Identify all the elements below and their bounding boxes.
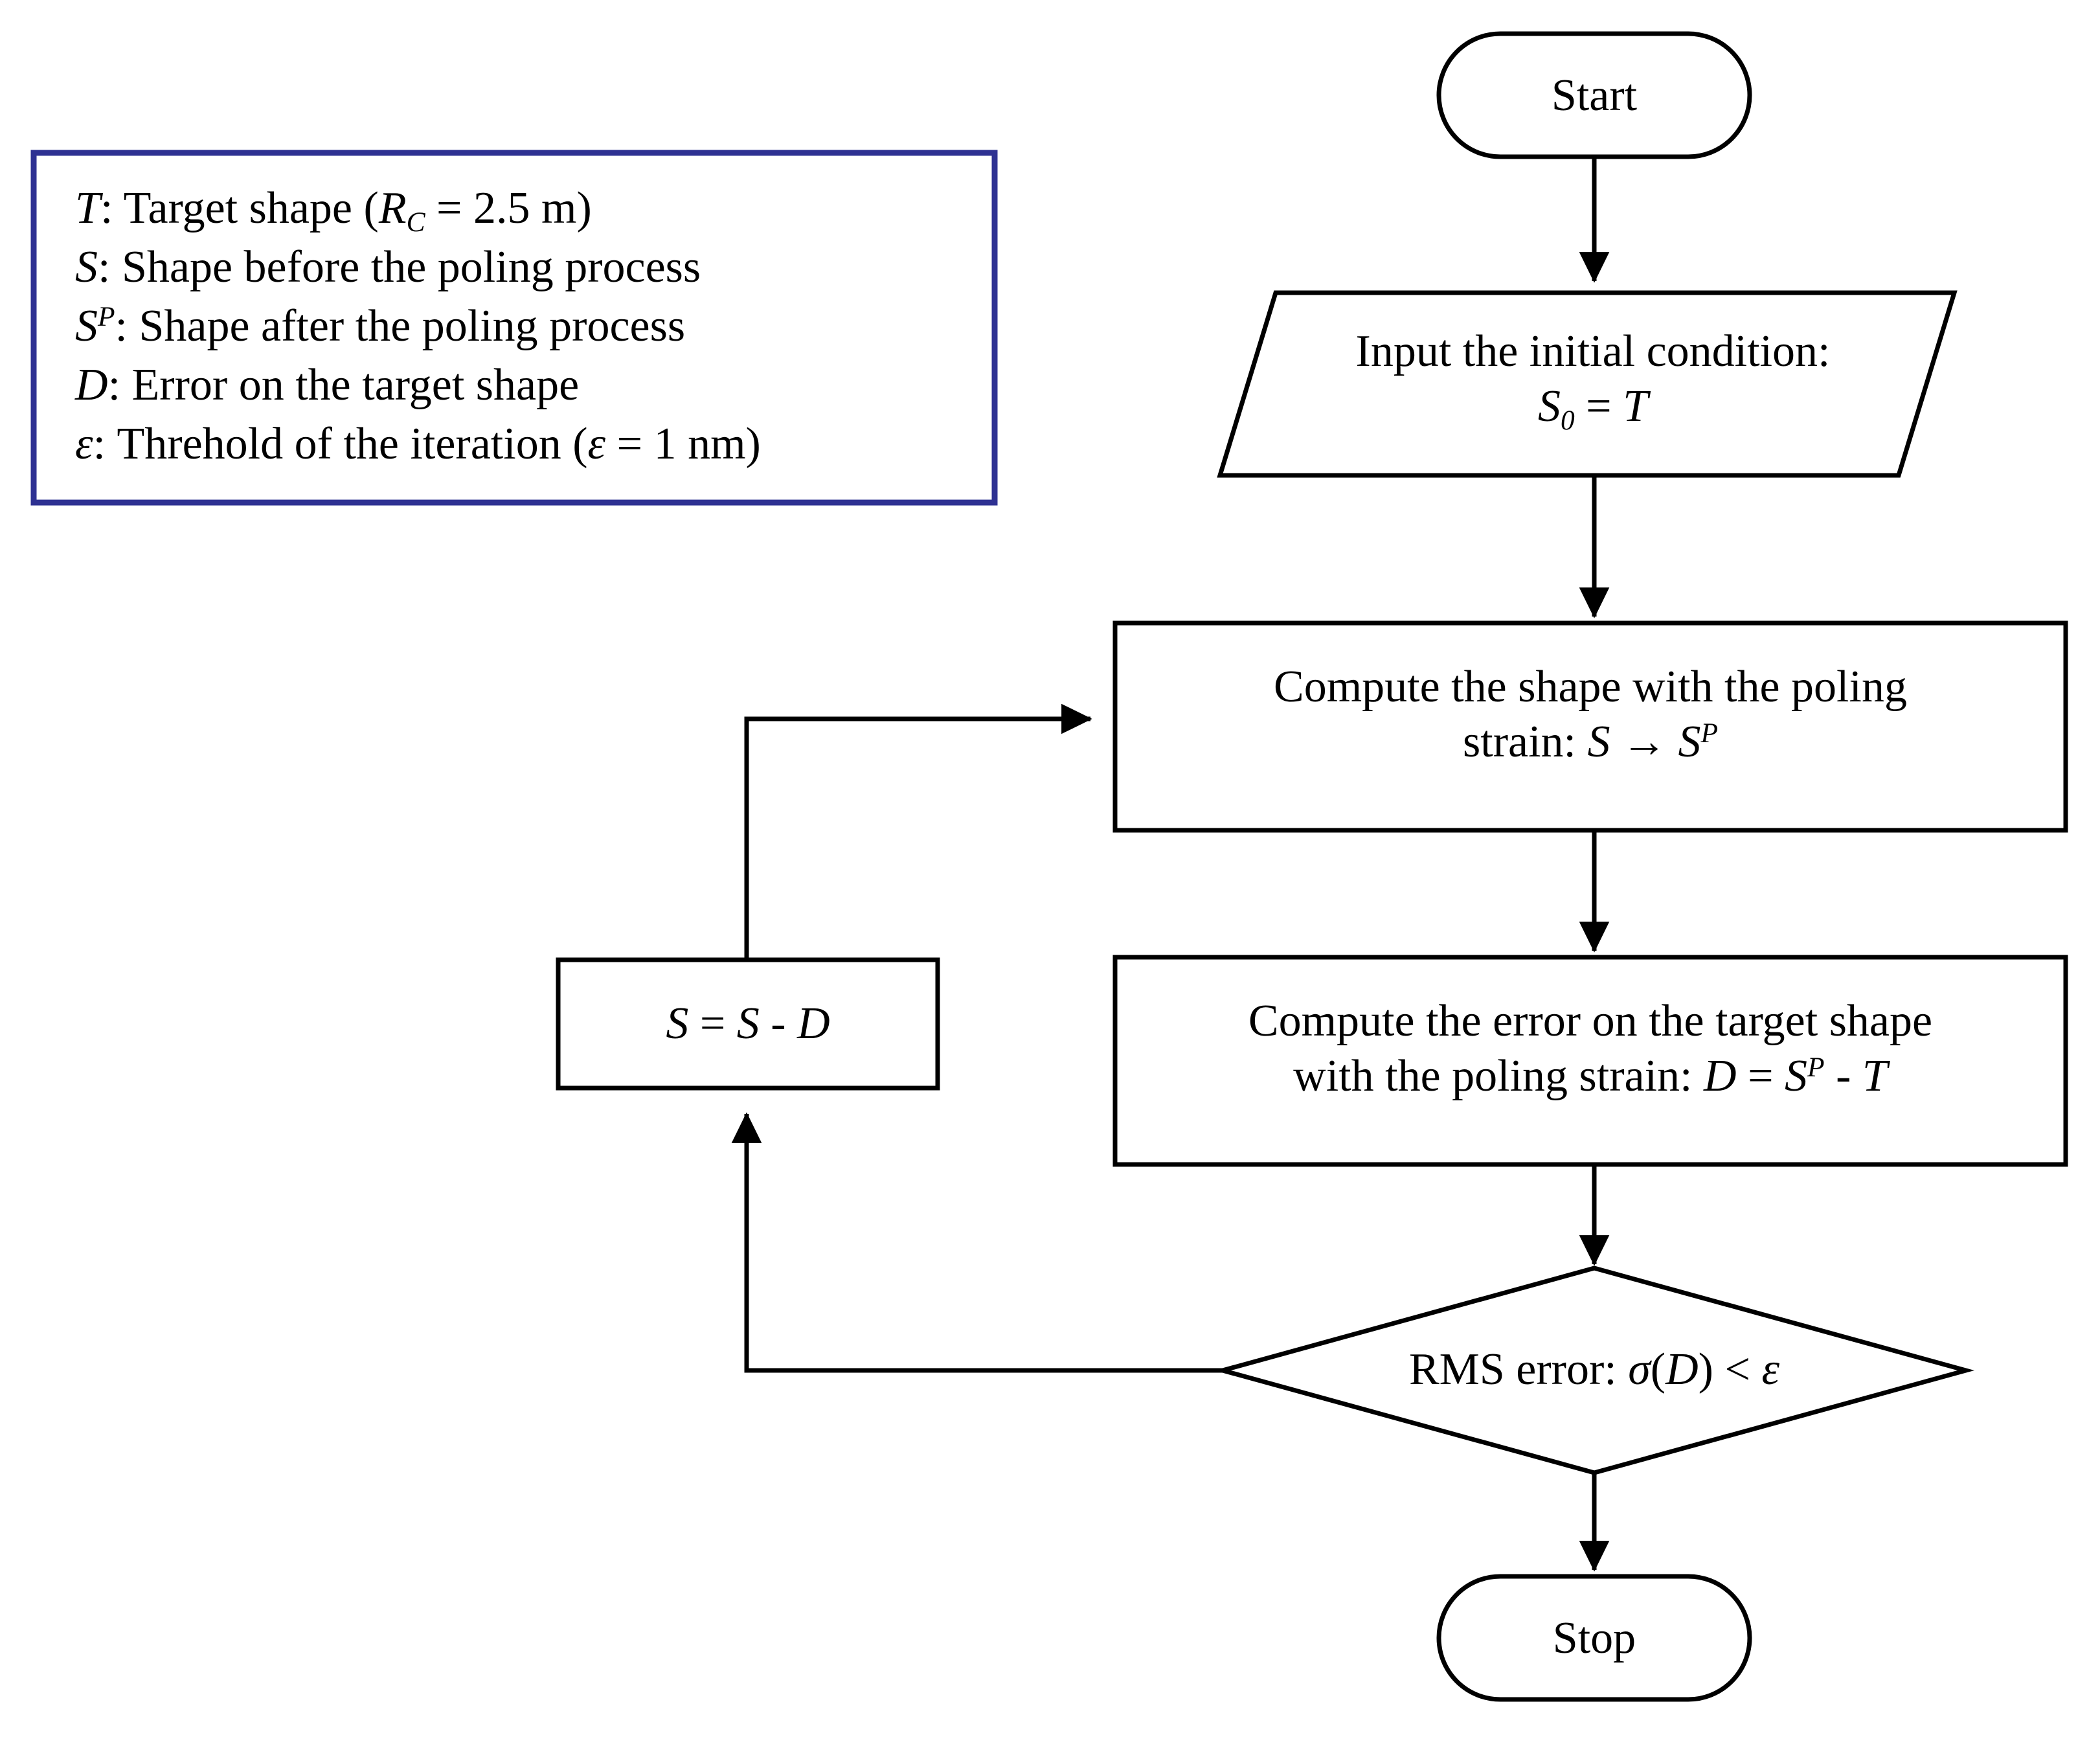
node-update-box [556, 957, 940, 1091]
node-compute-shape-label: Compute the shape with the poling strain… [1128, 659, 2053, 770]
node-compute-shape-box [1112, 620, 2068, 833]
legend-line-threshold: ε: Threhold of the iteration (ε = 1 nm) [75, 419, 761, 469]
node-update-label: S = S - D [666, 999, 830, 1049]
node-compute-error-line1: Compute the error on the target shape [1248, 996, 1933, 1046]
connector-decision-to-update [731, 1112, 1223, 1373]
connector-update-to-compute-shape [744, 703, 1092, 960]
node-input-label: Input the initial condition: S0 = T [1269, 324, 1917, 437]
node-compute-error-line2: with the poling strain: D = SP - T [1293, 1051, 1888, 1102]
node-compute-error-label: Compute the error on the target shape wi… [1128, 993, 2053, 1104]
node-stop-shape [1436, 1574, 1752, 1702]
node-input-line1: Input the initial condition: [1355, 326, 1831, 376]
node-decision-label: RMS error: σ(D) < ε [1408, 1345, 1780, 1394]
node-compute-shape-line1: Compute the shape with the poling [1274, 662, 1907, 712]
legend-line-shape-after: SP: Shape after the poling process [75, 301, 686, 351]
symbol-legend-box [30, 150, 998, 506]
symbol-legend-text: T: Target shape (RC = 2.5 m) S: Shape be… [75, 179, 995, 473]
node-start-label: Start [1551, 71, 1638, 120]
node-compute-shape-line2: strain: S → SP [1463, 717, 1718, 767]
node-stop-label: Stop [1552, 1613, 1636, 1663]
node-input-line2: S0 = T [1537, 381, 1649, 437]
legend-line-target-shape: T: Target shape (RC = 2.5 m) [75, 183, 592, 238]
node-compute-error-box [1112, 955, 2068, 1167]
legend-line-shape-before: S: Shape before the poling process [75, 242, 701, 292]
legend-line-error: D: Error on the target shape [75, 360, 580, 410]
node-input-shape [1217, 290, 1958, 478]
